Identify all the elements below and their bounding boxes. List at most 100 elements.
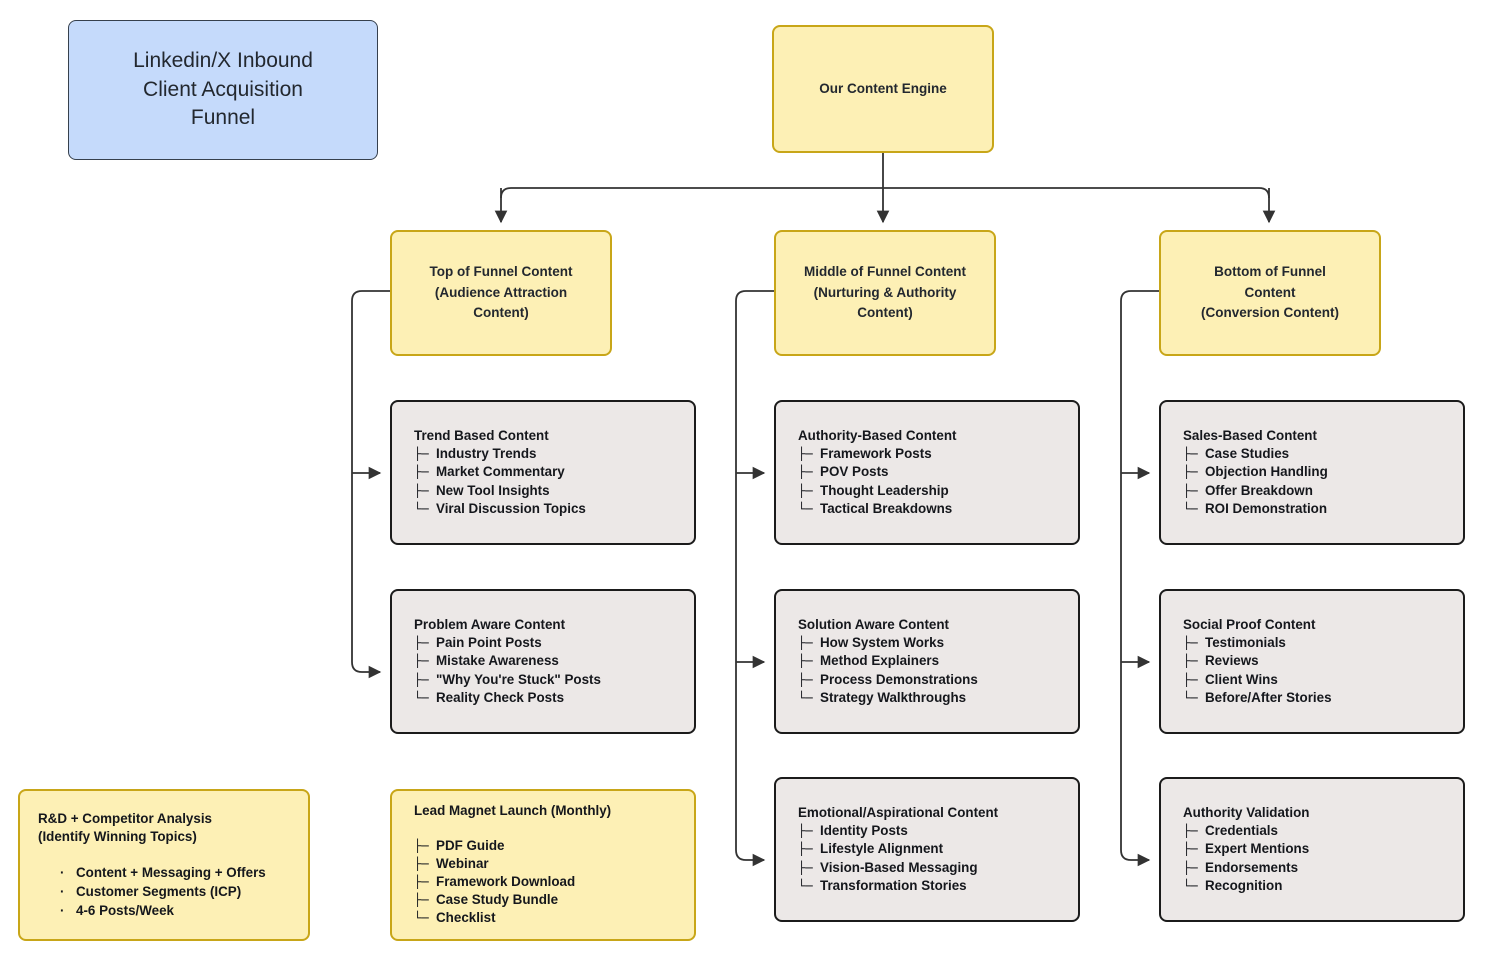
- node-authority-item-3: ├─ Thought Leadership: [798, 482, 1078, 500]
- tree-branch-icon: ├─: [798, 447, 821, 462]
- node-rnd-bullet-3: ·4-6 Posts/Week: [38, 901, 308, 920]
- node-problem-aware-content[interactable]: Problem Aware Content├─ Pain Point Posts…: [390, 589, 696, 734]
- node-authority-item-4-label: Tactical Breakdowns: [820, 500, 953, 516]
- tree-branch-icon: └─: [798, 690, 821, 705]
- node-rnd-bullet-2: ·Customer Segments (ICP): [38, 882, 308, 901]
- node-sales-item-3-label: Offer Breakdown: [1205, 482, 1313, 498]
- bullet-dot-icon: ·: [60, 902, 65, 918]
- node-lead-magnet-item-2-label: Webinar: [436, 855, 489, 871]
- node-trend-item-4: └─ Viral Discussion Topics: [414, 500, 694, 518]
- tree-branch-icon: ├─: [1183, 465, 1206, 480]
- diagram-title-line-1: Linkedin/X Inbound: [133, 49, 313, 73]
- node-solution-item-2: ├─ Method Explainers: [798, 652, 1078, 670]
- node-lead-magnet-launch[interactable]: Lead Magnet Launch (Monthly)├─ PDF Guide…: [390, 789, 696, 941]
- tree-branch-icon: └─: [798, 501, 821, 516]
- node-problem-item-3: ├─ "Why You're Stuck" Posts: [414, 671, 694, 689]
- node-lead-magnet-item-5: └─ Checklist: [414, 909, 694, 927]
- node-emotional-item-2: ├─ Lifestyle Alignment: [798, 840, 1078, 858]
- node-middle-of-funnel-line-3: Content): [857, 305, 913, 321]
- node-lead-magnet-item-1-label: PDF Guide: [436, 837, 505, 853]
- tree-branch-icon: ├─: [798, 672, 821, 687]
- node-authority-item-1: ├─ Framework Posts: [798, 445, 1078, 463]
- node-social-item-2-label: Reviews: [1205, 653, 1259, 669]
- tree-branch-icon: ├─: [414, 672, 437, 687]
- node-authority-item-4: └─ Tactical Breakdowns: [798, 500, 1078, 518]
- node-rnd-title-line-2: (Identify Winning Topics): [38, 829, 197, 845]
- tree-branch-icon: ├─: [798, 654, 821, 669]
- node-social-item-3-label: Client Wins: [1205, 671, 1278, 687]
- node-validation-item-3: ├─ Endorsements: [1183, 859, 1463, 877]
- node-solution-item-2-label: Method Explainers: [820, 653, 940, 669]
- node-problem-item-4-label: Reality Check Posts: [436, 689, 565, 705]
- node-authority-item-3-label: Thought Leadership: [820, 482, 949, 498]
- tree-branch-icon: └─: [1183, 501, 1206, 516]
- node-middle-of-funnel-line-2: (Nurturing & Authority: [813, 284, 957, 300]
- tree-branch-icon: ├─: [1183, 483, 1206, 498]
- node-validation-item-4: └─ Recognition: [1183, 877, 1463, 895]
- node-authority-item-1-label: Framework Posts: [820, 446, 932, 462]
- tree-branch-icon: ├─: [1183, 672, 1206, 687]
- node-authority-item-2-label: POV Posts: [820, 464, 889, 480]
- node-lead-magnet-item-2: ├─ Webinar: [414, 855, 694, 873]
- node-authority-based-content[interactable]: Authority-Based Content ├─ Framework Post…: [774, 400, 1080, 545]
- node-emotional-item-3-label: Vision-Based Messaging: [820, 859, 978, 875]
- node-social-item-3: ├─ Client Wins: [1183, 671, 1463, 689]
- node-social-item-4: └─ Before/After Stories: [1183, 689, 1463, 707]
- node-solution-title: Solution Aware Content: [798, 616, 950, 632]
- node-our-content-engine[interactable]: Our Content Engine: [772, 25, 994, 153]
- node-trend-item-1: ├─ Industry Trends: [414, 445, 694, 463]
- tree-branch-icon: ├─: [414, 483, 437, 498]
- node-emotional-item-4-label: Transformation Stories: [820, 877, 967, 893]
- node-rnd-competitor-analysis[interactable]: R&D + Competitor Analysis (Identify Winn…: [18, 789, 310, 941]
- node-authority-title: Authority-Based Content: [798, 427, 957, 443]
- tree-branch-icon: ├─: [414, 447, 437, 462]
- node-solution-item-3: ├─ Process Demonstrations: [798, 671, 1078, 689]
- node-validation-item-3-label: Endorsements: [1205, 859, 1299, 875]
- node-validation-item-4-label: Recognition: [1205, 877, 1283, 893]
- node-solution-item-3-label: Process Demonstrations: [820, 671, 978, 687]
- node-rnd-bullet-1-label: Content + Messaging + Offers: [76, 864, 266, 880]
- tree-branch-icon: ├─: [414, 465, 437, 480]
- tree-branch-icon: └─: [414, 690, 437, 705]
- node-sales-based-content[interactable]: Sales-Based Content├─ Case Studies├─ Obj…: [1159, 400, 1465, 545]
- node-validation-item-2-label: Expert Mentions: [1205, 841, 1310, 857]
- node-social-item-4-label: Before/After Stories: [1205, 689, 1332, 705]
- tree-branch-icon: ├─: [1183, 654, 1206, 669]
- node-emotional-aspirational-content[interactable]: Emotional/Aspirational Content ├─ Identit…: [774, 777, 1080, 922]
- node-trend-title: Trend Based Content: [414, 427, 549, 443]
- node-authority-item-2: ├─ POV Posts: [798, 463, 1078, 481]
- node-solution-aware-content[interactable]: Solution Aware Content ├─ How System Work…: [774, 589, 1080, 734]
- node-authority-validation[interactable]: Authority Validation├─ Credentials├─ Exp…: [1159, 777, 1465, 922]
- node-sales-item-1-label: Case Studies: [1205, 446, 1290, 462]
- node-top-of-funnel[interactable]: Top of Funnel Content (Audience Attracti…: [390, 230, 612, 356]
- diagram-title-line-3: Funnel: [190, 106, 256, 130]
- tree-branch-icon: └─: [798, 878, 821, 893]
- node-bottom-of-funnel[interactable]: Bottom of Funnel Content (Conversion Con…: [1159, 230, 1381, 356]
- tree-branch-icon: ├─: [1183, 860, 1206, 875]
- node-bottom-of-funnel-line-3: (Conversion Content): [1201, 305, 1339, 321]
- node-bottom-of-funnel-line-2: Content: [1244, 284, 1296, 300]
- node-sales-item-2: ├─ Objection Handling: [1183, 463, 1463, 481]
- tree-branch-icon: └─: [414, 501, 437, 516]
- node-social-title: Social Proof Content: [1183, 616, 1316, 632]
- node-rnd-bullet-2-label: Customer Segments (ICP): [76, 883, 242, 899]
- tree-branch-icon: ├─: [414, 838, 437, 853]
- node-middle-of-funnel-line-1: Middle of Funnel Content: [804, 263, 966, 279]
- node-sales-item-4-label: ROI Demonstration: [1205, 500, 1328, 516]
- node-social-proof-content[interactable]: Social Proof Content├─ Testimonials├─ Re…: [1159, 589, 1465, 734]
- node-emotional-item-1-label: Identity Posts: [820, 823, 908, 839]
- node-problem-item-1-label: Pain Point Posts: [436, 635, 542, 651]
- tree-branch-icon: ├─: [414, 856, 437, 871]
- node-emotional-item-2-label: Lifestyle Alignment: [820, 841, 944, 857]
- node-sales-item-3: ├─ Offer Breakdown: [1183, 482, 1463, 500]
- tree-branch-icon: ├─: [798, 483, 821, 498]
- node-trend-item-3: ├─ New Tool Insights: [414, 482, 694, 500]
- node-emotional-item-1: ├─ Identity Posts: [798, 822, 1078, 840]
- tree-branch-icon: ├─: [414, 875, 437, 889]
- tree-branch-icon: ├─: [798, 842, 821, 857]
- node-middle-of-funnel[interactable]: Middle of Funnel Content (Nurturing & Au…: [774, 230, 996, 356]
- node-emotional-title: Emotional/Aspirational Content: [798, 804, 999, 820]
- node-bottom-of-funnel-line-1: Bottom of Funnel: [1214, 263, 1326, 279]
- node-trend-based-content[interactable]: Trend Based Content ├─ Industry Trends ├─ …: [390, 400, 696, 545]
- node-solution-item-1-label: How System Works: [820, 635, 945, 651]
